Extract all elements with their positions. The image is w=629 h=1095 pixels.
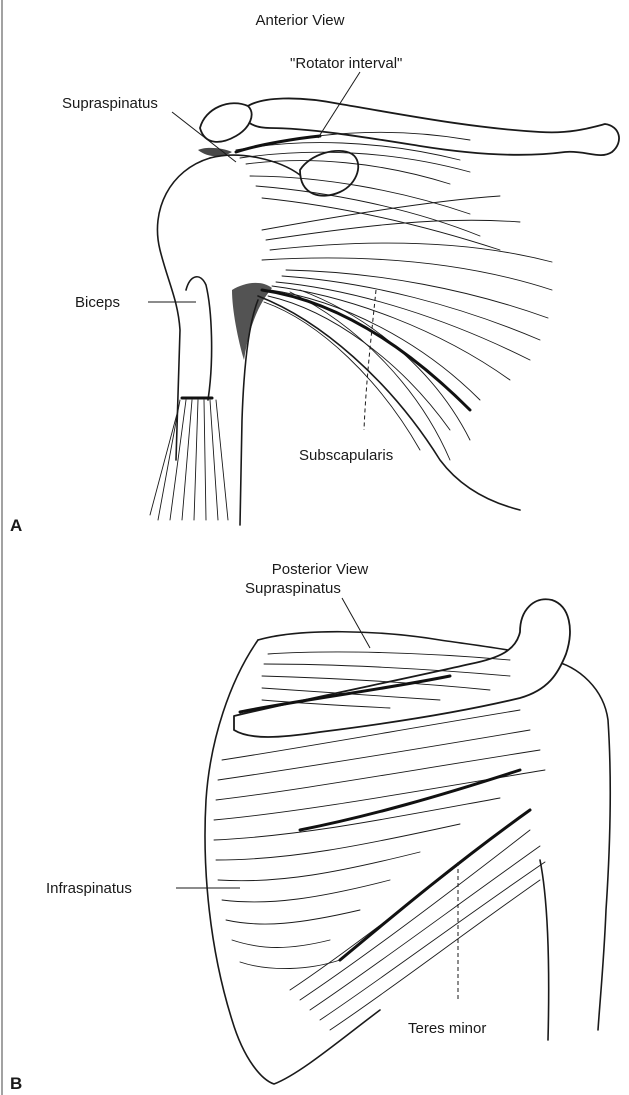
coracoid-illustration <box>300 151 358 196</box>
humerus-lesser-tuberosity <box>210 155 300 175</box>
rotator-interval-label: "Rotator interval" <box>290 55 402 72</box>
humerus-posterior-shaft <box>540 860 549 1040</box>
clavicle-illustration <box>244 98 619 155</box>
biceps-belly-lines <box>150 400 228 520</box>
supraspinatus-a-label: Supraspinatus <box>62 95 158 112</box>
infraspinatus-fibers <box>214 710 545 969</box>
panel-b-title: Posterior View <box>272 561 369 578</box>
subscapularis-fibers <box>262 196 552 460</box>
acromion-illustration <box>200 103 252 142</box>
panel-a-letter: A <box>10 516 22 535</box>
supraspinatus-b-leader <box>342 598 370 648</box>
subscapularis-insertion-shading <box>232 283 272 360</box>
biceps-tendon <box>186 277 212 400</box>
panel-b-posterior-view: Posterior View <box>10 561 610 1093</box>
subscapularis-leader <box>364 290 376 430</box>
teres-minor-label: Teres minor <box>408 1020 486 1037</box>
panel-a-title: Anterior View <box>256 12 345 29</box>
teres-minor-fibers <box>290 816 545 1030</box>
infraspinatus-label: Infraspinatus <box>46 880 132 897</box>
panel-b-letter: B <box>10 1074 22 1093</box>
subscapularis-label: Subscapularis <box>299 447 393 464</box>
panel-a-anterior-view: Anterior View <box>10 12 619 535</box>
supraspinatus-b-label: Supraspinatus <box>245 580 341 597</box>
biceps-label: Biceps <box>75 294 120 311</box>
